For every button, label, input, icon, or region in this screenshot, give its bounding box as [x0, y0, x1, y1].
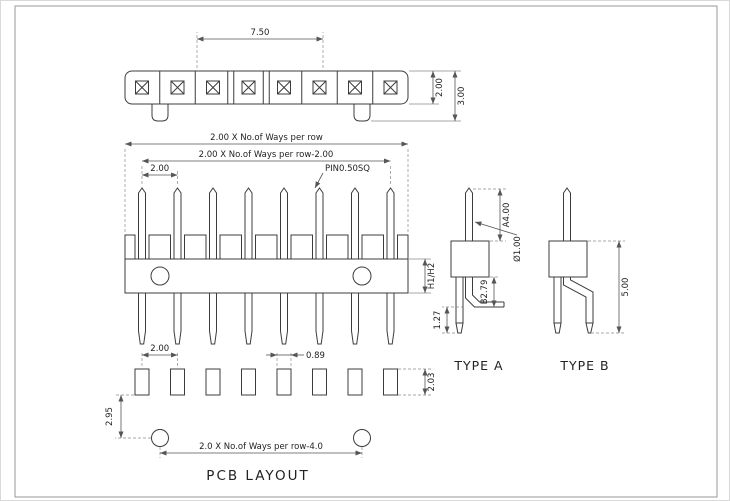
- dim-lead-height: B2.79: [480, 280, 490, 305]
- pcb-layout-title: PCB LAYOUT: [206, 468, 309, 484]
- type-a-peg-tip: [455, 322, 464, 334]
- dim-row-width: 2.00 X No.of Ways per row: [210, 133, 323, 143]
- pcb-hole-left: [151, 429, 169, 447]
- dim-total-height: 3.00: [457, 87, 467, 106]
- leader-line: [474, 221, 518, 236]
- dim-hole-span: 2.0 X No.of Ways per row-4.0: [199, 442, 323, 452]
- body-hole-right: [352, 266, 372, 286]
- leader-line: [314, 172, 324, 189]
- dim-extension-lines: [371, 70, 461, 122]
- type-b-lead-tip: [585, 322, 594, 334]
- dim-pad-width: 0.89: [306, 351, 325, 361]
- insulator-blocks: [124, 234, 409, 260]
- type-b-label: TYPE B: [559, 358, 609, 373]
- drawing-border: [14, 5, 718, 498]
- type-a-pin: [465, 187, 473, 241]
- type-b-pin: [563, 187, 571, 241]
- top-view: 7.50 2.00 3.00: [124, 28, 467, 122]
- type-a-body: [450, 240, 490, 278]
- front-view: 2.00 X No.of Ways per row 2.00 X No.of W…: [124, 133, 437, 345]
- type-a-view: A4.00 Ø1.00 B2.79 1.27 TYPE A: [433, 187, 523, 373]
- dim-pitch: 2.00: [150, 164, 169, 174]
- dim-total-height: 5.00: [621, 278, 631, 297]
- connector-body: [124, 258, 409, 294]
- dim-extension-lines: [442, 306, 464, 334]
- dim-body-height: H1/H2: [427, 263, 437, 289]
- type-b-peg: [553, 276, 562, 324]
- pcb-pads: [134, 368, 398, 396]
- dim-strip-height: 2.00: [435, 78, 445, 97]
- top-view-strip-body: [124, 70, 409, 105]
- top-view-cell-dividers: [159, 71, 374, 104]
- dim-extension-lines: [588, 240, 625, 334]
- top-view-left-peg: [151, 104, 169, 122]
- pcb-layout: 2.00 0.89 2.03 2.95 2.0 X No.of Ways per…: [105, 344, 437, 484]
- body-hole-left: [150, 266, 170, 286]
- dim-pad-height: 2.03: [427, 373, 437, 392]
- dim-extension-lines: [115, 394, 151, 439]
- type-b-bent-lead: [563, 277, 594, 323]
- dim-pin-diameter: Ø1.00: [512, 236, 523, 262]
- pins-top: [138, 187, 395, 260]
- type-a-label: TYPE A: [453, 358, 503, 373]
- top-view-right-peg: [353, 104, 371, 122]
- dim-extension-lines: [276, 351, 292, 366]
- dim-hole-offset: 2.95: [105, 407, 115, 426]
- type-a-peg: [455, 276, 464, 324]
- pins-bottom: [138, 292, 395, 345]
- dim-pin-square: PIN0.50SQ: [325, 164, 370, 174]
- type-b-peg-tip: [553, 322, 562, 334]
- dim-row-inner: 2.00 X No.of Ways per row-2.00: [199, 150, 334, 160]
- dim-pad-pitch: 2.00: [150, 344, 169, 354]
- dim-7-50: 7.50: [251, 28, 270, 38]
- type-b-view: 5.00 TYPE B: [548, 187, 631, 373]
- dim-standoff: 1.27: [433, 311, 443, 330]
- type-b-body: [548, 240, 588, 278]
- dim-extension-lines: [124, 147, 409, 232]
- pcb-hole-right: [353, 429, 371, 447]
- dim-pin-height: A4.00: [502, 203, 512, 228]
- top-view-pin-pads: [135, 80, 398, 95]
